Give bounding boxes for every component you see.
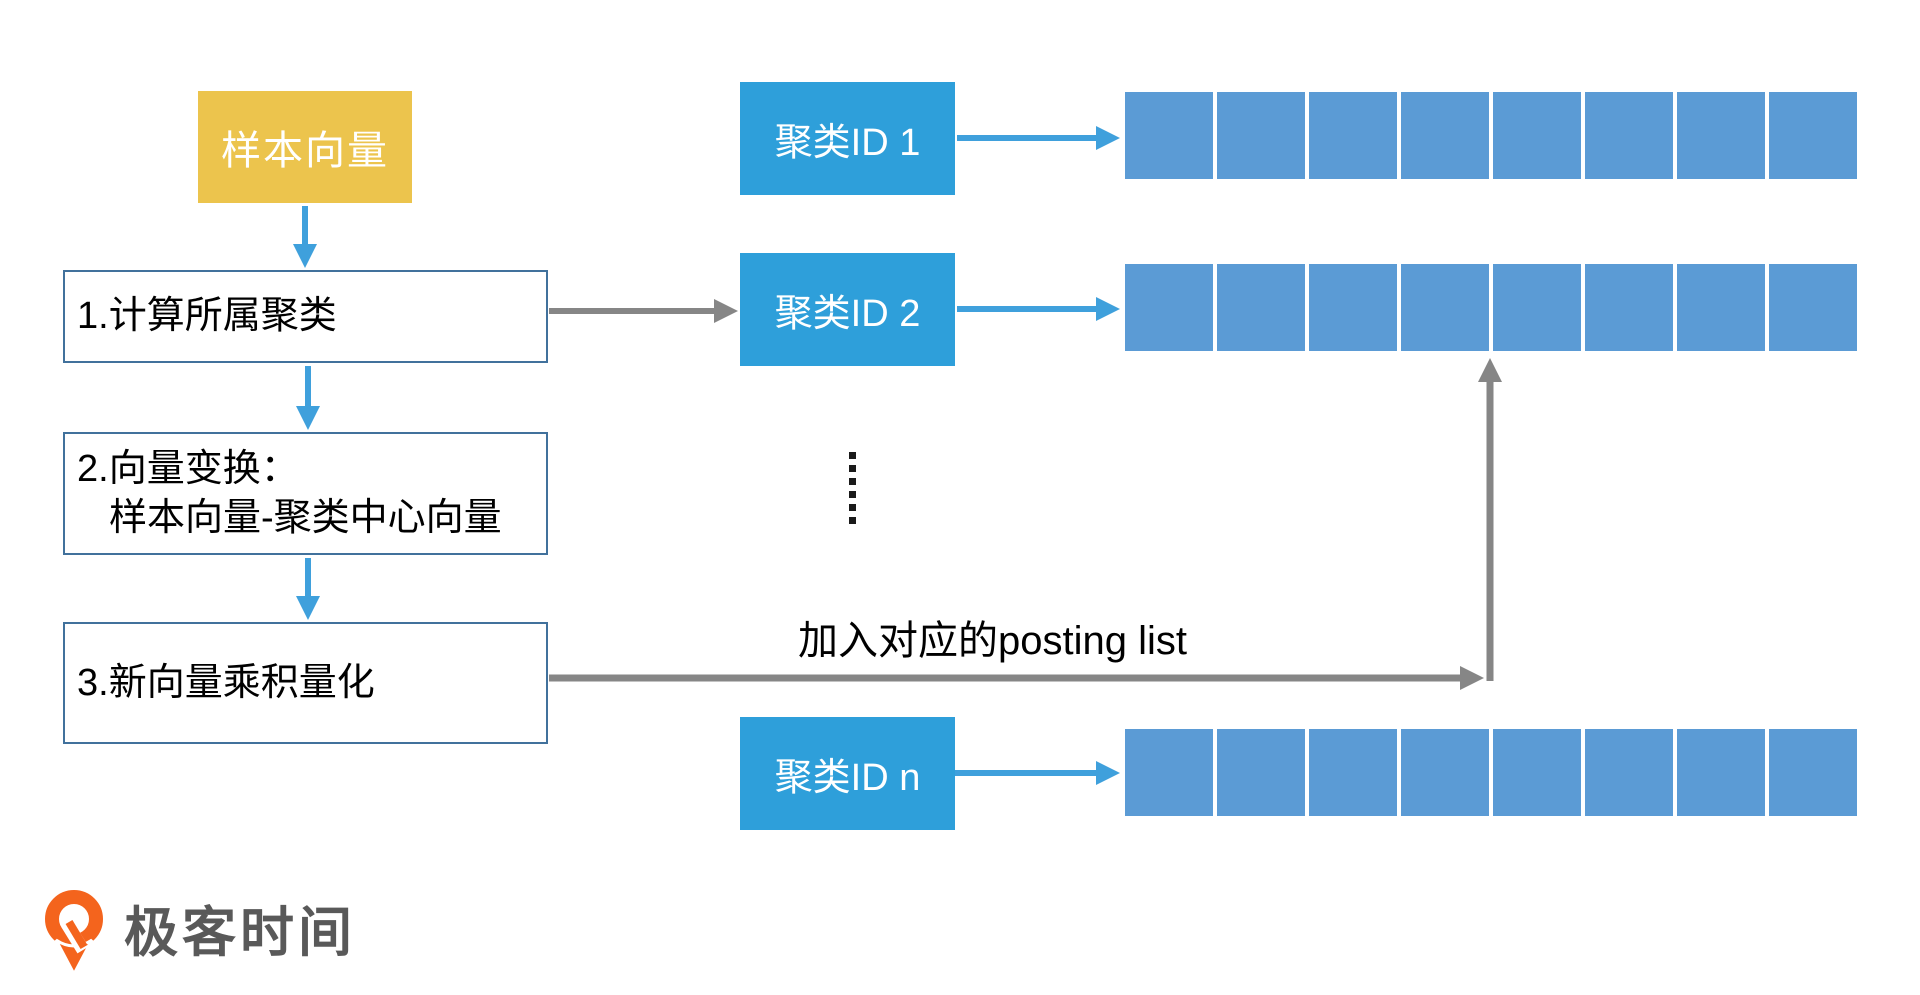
- ellipsis-dot: [849, 452, 856, 459]
- posting-list-row-n: [1125, 729, 1857, 816]
- geektime-logo-text: 极客时间: [124, 903, 356, 963]
- posting-list-cell: [1585, 92, 1673, 179]
- ellipsis-dot: [849, 491, 856, 498]
- posting-list-annotation: 加入对应的posting list: [798, 619, 1187, 663]
- posting-list-cell: [1125, 729, 1213, 816]
- posting-list-cell: [1401, 729, 1489, 816]
- cluster-id-n-label: 聚类ID n: [774, 757, 921, 799]
- ellipsis-dot: [849, 465, 856, 472]
- posting-list-cell: [1585, 729, 1673, 816]
- posting-list-cell: [1401, 264, 1489, 351]
- posting-list-cell: [1769, 264, 1857, 351]
- sample-vector-label: 样本向量: [221, 129, 389, 173]
- geektime-logo: 极客时间: [42, 888, 356, 978]
- posting-list-cell: [1401, 92, 1489, 179]
- posting-list-cell: [1493, 264, 1581, 351]
- posting-list-cell: [1677, 729, 1765, 816]
- posting-list-cell: [1769, 92, 1857, 179]
- step1-box: 1.计算所属聚类: [63, 270, 548, 363]
- posting-list-cell: [1677, 264, 1765, 351]
- step1-label: 1.计算所属聚类: [77, 295, 337, 338]
- posting-list-cell: [1125, 264, 1213, 351]
- posting-list-cell: [1217, 264, 1305, 351]
- cluster-ellipsis: [849, 452, 856, 524]
- cluster-id-1-label: 聚类ID 1: [774, 122, 921, 164]
- posting-list-cell: [1493, 729, 1581, 816]
- step2-label-line2: 样本向量-聚类中心向量: [109, 496, 502, 539]
- posting-list-cell: [1125, 92, 1213, 179]
- posting-list-cell: [1309, 92, 1397, 179]
- step2-box: 2.向量变换： 样本向量-聚类中心向量: [63, 432, 548, 555]
- posting-list-cell: [1769, 729, 1857, 816]
- ellipsis-dot: [849, 478, 856, 485]
- cluster-id-2-box: 聚类ID 2: [740, 253, 955, 366]
- cluster-id-n-box: 聚类ID n: [740, 717, 955, 830]
- step3-label: 3.新向量乘积量化: [77, 661, 375, 704]
- ellipsis-dot: [849, 504, 856, 511]
- step2-label-line1: 2.向量变换：: [77, 447, 299, 490]
- cluster-id-1-box: 聚类ID 1: [740, 82, 955, 195]
- posting-list-row-2: [1125, 264, 1857, 351]
- posting-list-cell: [1677, 92, 1765, 179]
- sample-vector-box: 样本向量: [198, 91, 412, 203]
- posting-list-row-1: [1125, 92, 1857, 179]
- posting-list-cell: [1493, 92, 1581, 179]
- cluster-id-2-label: 聚类ID 2: [774, 293, 921, 335]
- step3-box: 3.新向量乘积量化: [63, 622, 548, 744]
- posting-list-cell: [1217, 92, 1305, 179]
- posting-list-cell: [1309, 729, 1397, 816]
- posting-list-cell: [1217, 729, 1305, 816]
- posting-list-cell: [1585, 264, 1673, 351]
- ellipsis-dot: [849, 517, 856, 524]
- geektime-logo-icon: [45, 890, 103, 978]
- posting-list-cell: [1309, 264, 1397, 351]
